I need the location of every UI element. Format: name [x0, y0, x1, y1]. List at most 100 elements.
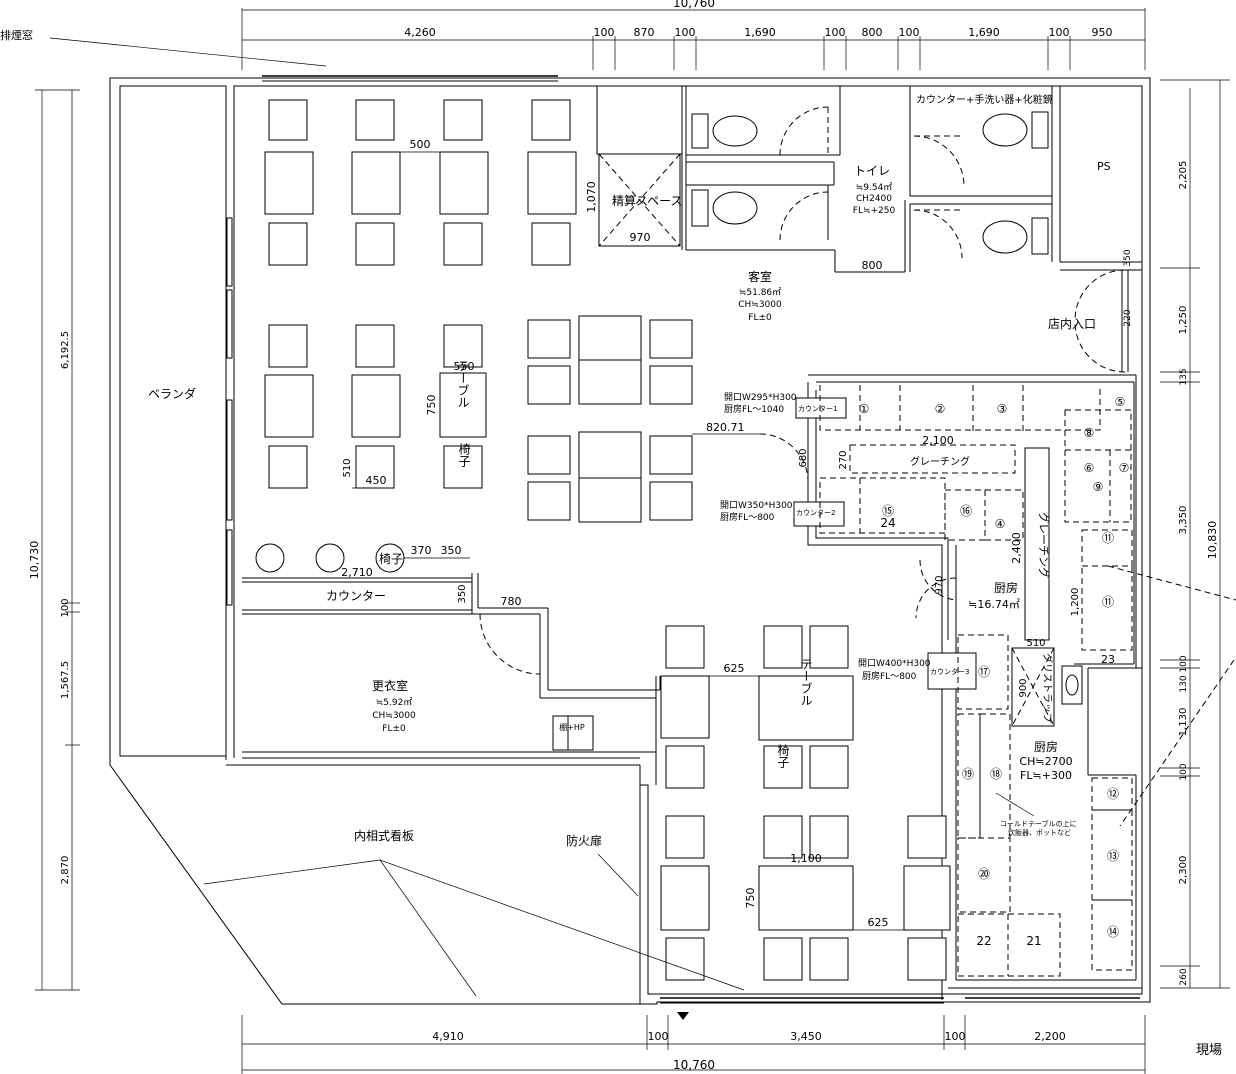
svg-text:510: 510 [1026, 638, 1045, 649]
svg-text:≒9.54㎡: ≒9.54㎡ [856, 182, 893, 193]
furniture-labels: テーブル 椅子 椅子 テーブル 椅子 [379, 360, 813, 768]
outer-walls [109, 75, 1151, 1005]
table-label: テーブル [456, 360, 470, 408]
chair-label: 椅子 [457, 443, 471, 467]
svg-text:2,400: 2,400 [1010, 532, 1023, 564]
svg-text:100: 100 [60, 598, 71, 617]
counter-sink-label: カウンター+手洗い器+化粧鏡 [916, 93, 1053, 106]
toilet-label: トイレ [854, 164, 890, 178]
svg-text:2,200: 2,200 [1034, 1030, 1066, 1043]
chair-label: 椅子 [776, 744, 790, 768]
svg-text:⑱: ⑱ [990, 767, 1002, 781]
svg-text:⑧: ⑧ [1084, 426, 1095, 440]
svg-text:510: 510 [342, 458, 353, 477]
dim-top-segments: 4,260 100 870 100 1,690 100 800 100 1,69… [404, 26, 1112, 39]
kitchen1-label: 厨房 [994, 580, 1018, 595]
svg-text:FL±0: FL±0 [382, 724, 406, 734]
changing-room-label: 更衣室 [372, 678, 408, 693]
svg-text:FL≒+250: FL≒+250 [853, 206, 896, 216]
smoke-window-label: 排煙窓 [0, 28, 33, 42]
svg-text:2,710: 2,710 [341, 566, 373, 579]
counter3-label: カウンター3 [930, 667, 969, 676]
svg-text:⑰: ⑰ [978, 665, 990, 679]
svg-text:≒16.74㎡: ≒16.74㎡ [968, 598, 1020, 611]
veranda-label: ベランダ [148, 386, 196, 401]
dim-left-segments: 6,192.5 100 1,567.5 2,870 [60, 331, 71, 884]
svg-text:≒51.86㎡: ≒51.86㎡ [739, 287, 781, 298]
inner-callouts [49, 37, 1236, 997]
svg-text:≒5.92㎡: ≒5.92㎡ [376, 697, 413, 708]
svg-text:開口W350*H300: 開口W350*H300 [720, 500, 793, 511]
svg-text:350: 350 [1123, 249, 1133, 266]
svg-text:1,690: 1,690 [744, 26, 776, 39]
svg-text:⑳: ⑳ [978, 867, 990, 881]
svg-text:270: 270 [838, 450, 849, 469]
svg-text:21: 21 [1026, 934, 1041, 948]
signboard-label: 内相式看板 [354, 829, 414, 843]
svg-text:1,690: 1,690 [968, 26, 1000, 39]
svg-text:⑦: ⑦ [1119, 461, 1130, 475]
chair-label: 椅子 [379, 552, 403, 566]
svg-text:2,870: 2,870 [60, 856, 71, 885]
svg-text:4,910: 4,910 [432, 1030, 464, 1043]
svg-text:100: 100 [648, 1030, 669, 1043]
svg-text:1,250: 1,250 [1178, 306, 1189, 335]
svg-text:1,200: 1,200 [1070, 588, 1081, 617]
room-labels: 排煙窓 ベランダ 精算スペース 970 1,070 カウンター+手洗い器+化粧鏡… [0, 28, 1222, 1058]
svg-text:⑬: ⑬ [1107, 849, 1119, 863]
guest-room-label: 客室 [748, 269, 772, 284]
svg-text:CH≒2700: CH≒2700 [1019, 755, 1072, 768]
svg-text:⑲: ⑲ [962, 767, 974, 781]
toilet-door-width: 800 [862, 259, 883, 272]
payment-width: 970 [630, 231, 651, 244]
svg-text:CH≒3000: CH≒3000 [372, 711, 416, 721]
svg-text:開口W295*H300: 開口W295*H300 [724, 392, 797, 403]
svg-text:135: 135 [1179, 368, 1189, 385]
svg-text:2,300: 2,300 [1178, 856, 1189, 885]
svg-text:1,130: 1,130 [1178, 708, 1189, 737]
svg-text:500: 500 [410, 138, 431, 151]
svg-text:2,205: 2,205 [1178, 161, 1189, 190]
svg-text:450: 450 [366, 474, 387, 487]
svg-text:⑭: ⑭ [1107, 925, 1119, 939]
svg-text:⑫: ⑫ [1107, 787, 1119, 801]
grating-vertical: グレーチング [1037, 512, 1051, 578]
svg-text:260: 260 [1179, 968, 1189, 985]
counter-area [242, 573, 661, 785]
svg-text:⑥: ⑥ [1084, 461, 1095, 475]
kitchen2-label: 厨房 [1034, 739, 1058, 754]
dim-left-total: 10,730 [28, 541, 41, 580]
shelf-label: 棚+HP [559, 722, 585, 732]
svg-text:100: 100 [1179, 763, 1189, 780]
svg-text:6,192.5: 6,192.5 [60, 331, 71, 369]
dim-right-segments: 2,205 350 1,250 220 135 3,350 100 130 1,… [1123, 161, 1189, 986]
equipment-numbers: ① ② ③ ④ ⑤ ⑥ ⑦ ⑧ ⑨ ⑪ ⑪ ⑫ ⑬ ⑭ ⑮ ⑯ ⑰ ⑱ ⑲ ⑳ … [859, 395, 1130, 948]
svg-text:950: 950 [1092, 26, 1113, 39]
svg-text:4,260: 4,260 [404, 26, 436, 39]
entrance [1074, 269, 1129, 373]
entrance-marker-icon [677, 1012, 689, 1020]
svg-text:870: 870 [634, 26, 655, 39]
svg-text:開口W400*H300: 開口W400*H300 [858, 658, 931, 669]
fire-door-label: 防火扉 [566, 833, 602, 848]
ps-label: PS [1097, 160, 1111, 173]
dim-bottom-segments: 4,910 100 3,450 100 2,200 [432, 1030, 1066, 1043]
svg-text:CH≒3000: CH≒3000 [738, 300, 782, 310]
svg-text:⑤: ⑤ [1115, 395, 1126, 409]
svg-text:⑯: ⑯ [960, 504, 972, 518]
grease-trap-label: グリストラップ [1041, 653, 1054, 723]
svg-text:800: 800 [862, 26, 883, 39]
svg-text:③: ③ [997, 402, 1008, 416]
dim-bottom-total: 10,760 [673, 1058, 715, 1072]
payment-space [596, 85, 683, 250]
svg-text:750: 750 [425, 395, 438, 416]
svg-text:100: 100 [675, 26, 696, 39]
svg-text:②: ② [935, 402, 946, 416]
svg-text:⑪: ⑪ [1102, 531, 1114, 545]
svg-text:④: ④ [995, 517, 1006, 531]
svg-text:⑨: ⑨ [1093, 480, 1104, 494]
counter1-label: カウンター1 [798, 404, 837, 413]
svg-text:100: 100 [594, 26, 615, 39]
svg-text:100: 100 [1049, 26, 1070, 39]
